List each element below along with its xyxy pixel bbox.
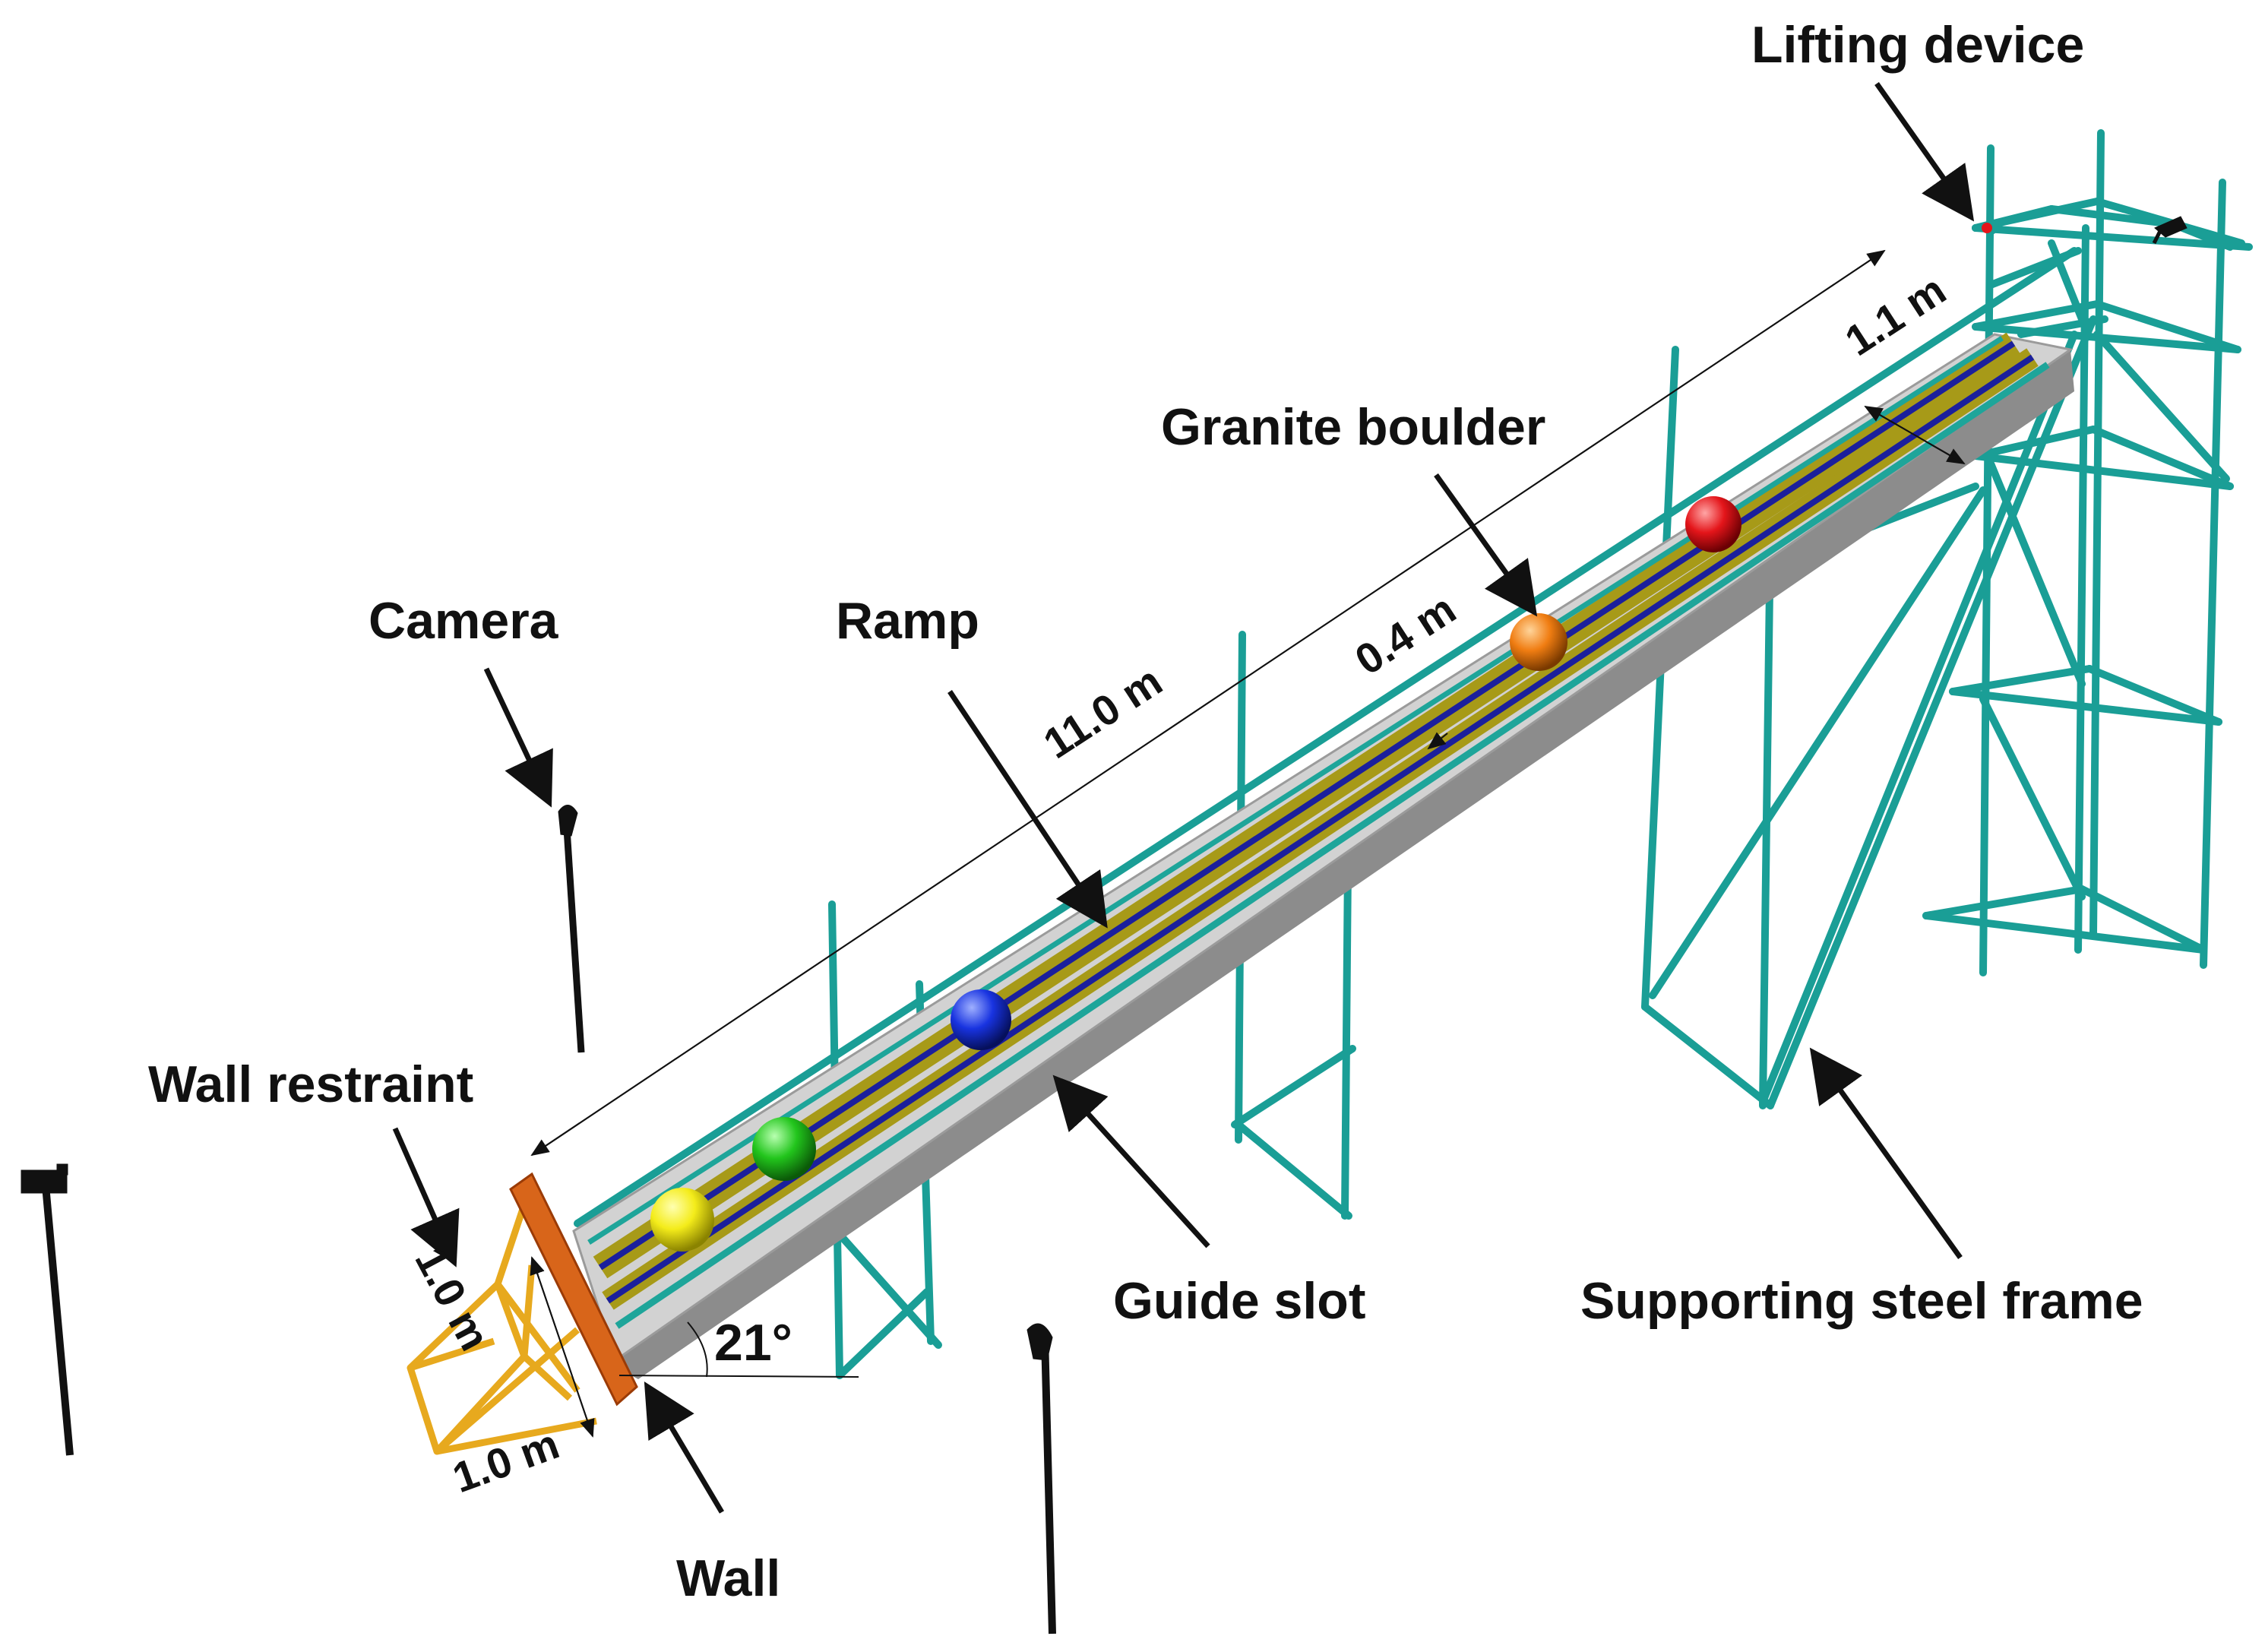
guide-slot: [587, 332, 2050, 1329]
dimension-lines: [530, 249, 1966, 1438]
label-wall: Wall: [676, 1549, 780, 1607]
dim-ramp-width: 1.1 m: [1836, 265, 1953, 365]
wall: [509, 1172, 638, 1407]
label-granite-boulder: Granite boulder: [1161, 398, 1545, 456]
camera-icon: [2152, 216, 2187, 245]
camera-icon: [21, 1163, 74, 1456]
boulder-green: [752, 1117, 816, 1181]
label-lifting-device: Lifting device: [1751, 16, 2084, 74]
boulder-yellow: [650, 1188, 714, 1252]
camera-icon: [1027, 1323, 1056, 1635]
label-guide-slot: Guide slot: [1113, 1272, 1365, 1330]
dim-ramp-angle: 21°: [714, 1314, 792, 1372]
labels: Lifting device Granite boulder Camera Ra…: [148, 16, 2143, 1607]
lifting-device-marker: [1982, 223, 1992, 233]
boulder-orange: [1510, 613, 1567, 671]
boulders: [650, 496, 1741, 1252]
boulder-blue: [951, 989, 1011, 1050]
boulder-red: [1685, 496, 1741, 552]
label-supporting-steel-frame: Supporting steel frame: [1580, 1272, 2143, 1330]
label-camera: Camera: [369, 592, 559, 650]
callout-arrows: [392, 81, 1975, 1514]
dim-ramp-length: 11.0 m: [1035, 657, 1170, 767]
label-ramp: Ramp: [836, 592, 979, 650]
wall-restraint: [406, 1203, 597, 1455]
supporting-steel-frame: [574, 129, 2253, 1379]
camera-icon: [558, 805, 585, 1053]
label-wall-restraint: Wall restraint: [148, 1055, 473, 1113]
camera-icons: [21, 216, 2187, 1635]
